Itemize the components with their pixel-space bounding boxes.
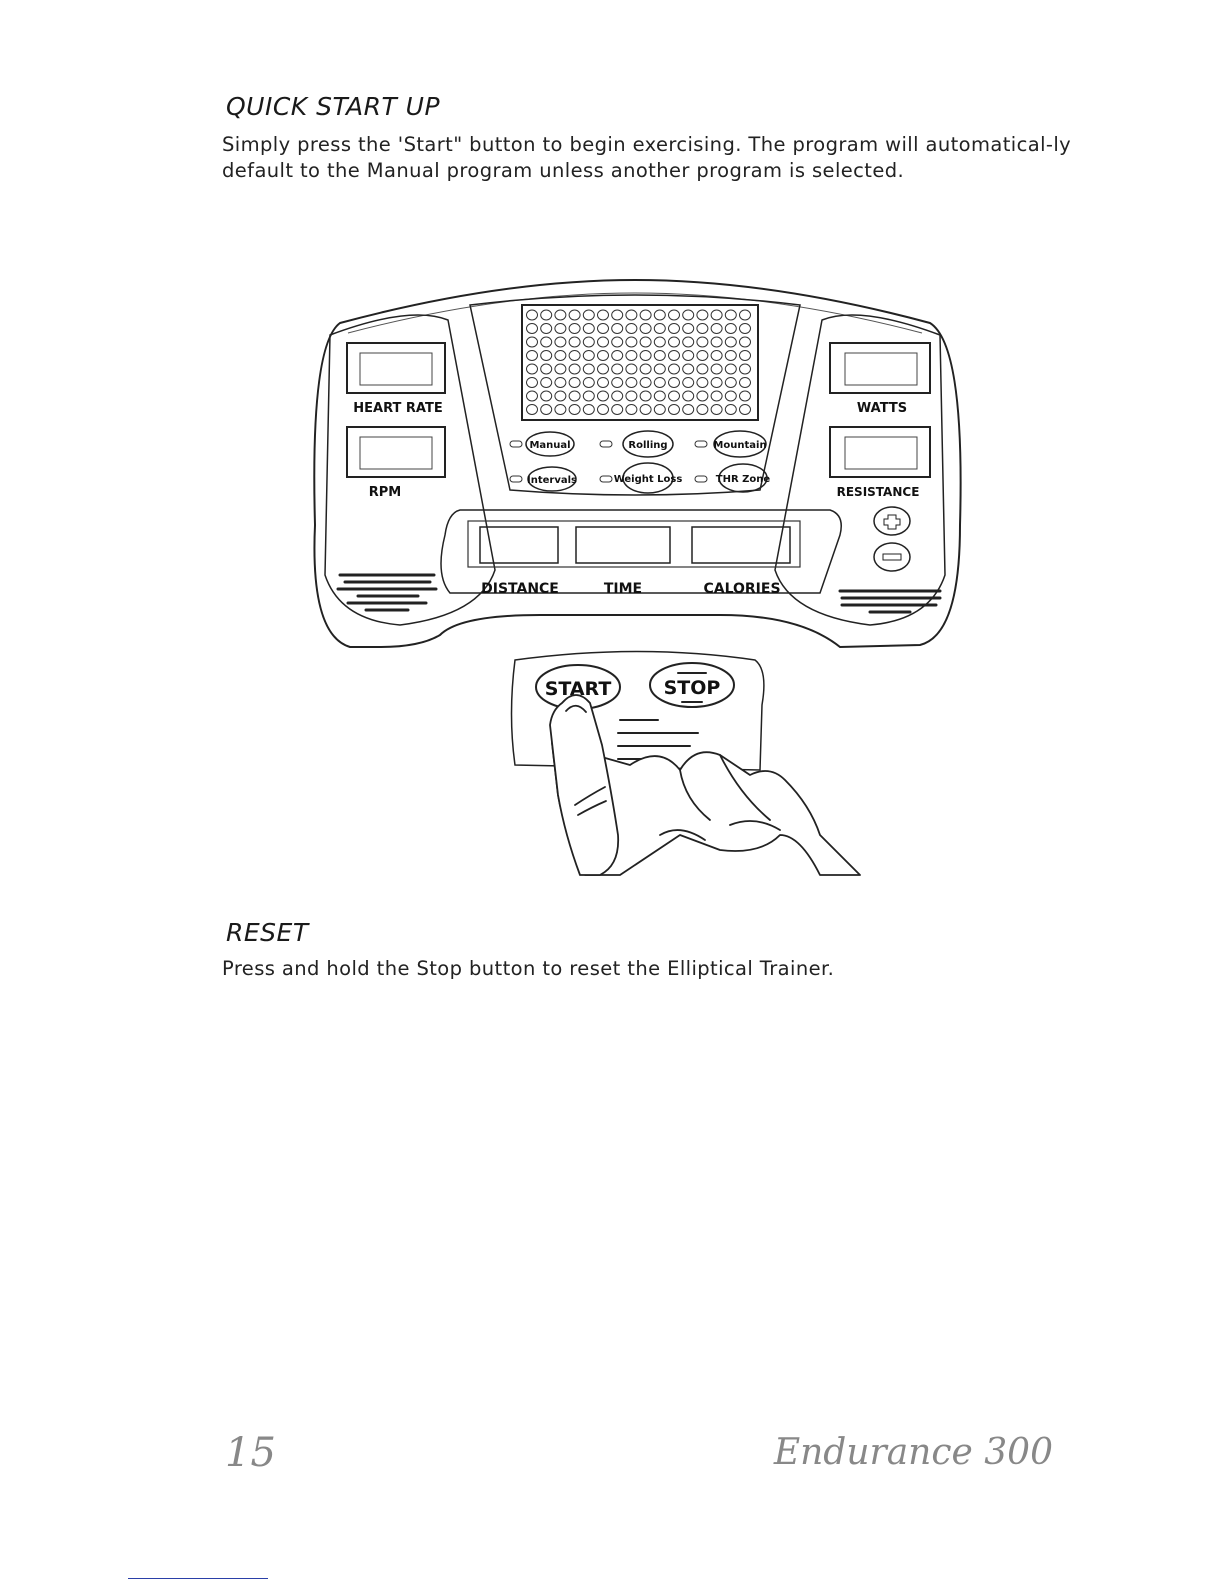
reset-paragraph: Press and hold the Stop button to reset … [222,957,835,980]
footer-rule [128,1578,268,1579]
program-button-mountain [713,430,767,458]
quick-start-paragraph: Simply press the 'Start" button to begin… [222,133,1072,182]
program-label-weight-loss: Weight Loss [614,474,683,485]
resistance-plus-button [873,506,911,536]
start-stop-panel [510,650,765,771]
resistance-display [829,426,931,478]
console-outline [313,278,962,649]
program-label-thr-zone: THR Zone [716,474,771,485]
left-panel-outline [324,314,496,626]
watts-display [829,342,931,394]
resistance-minus-button [873,542,911,572]
program-button-manual [525,431,575,457]
rpm-display [346,426,446,478]
hand-illustration [549,694,861,876]
distance-label: DISTANCE [481,581,559,597]
time-label: TIME [604,581,642,597]
footer-product-name: Endurance 300 [773,1432,1053,1473]
watts-label: WATTS [857,401,907,416]
lower-display-band [440,509,842,594]
calories-label: CALORIES [703,581,780,597]
left-warning-fineprint [336,573,438,612]
distance-display [479,526,559,564]
right-warning-fineprint [838,589,942,614]
dot-matrix-display [521,304,759,421]
right-panel-outline [774,314,946,626]
program-label-intervals: Intervals [527,475,577,486]
stop-button [649,662,735,708]
program-label-rolling: Rolling [628,440,667,451]
stop-label: STOP [664,677,721,699]
heart-rate-label: HEART RATE [353,401,442,416]
program-button-thr-zone [718,463,768,493]
program-button-weight-loss [622,462,674,494]
program-button-rolling [622,430,674,458]
calories-display [691,526,791,564]
section-title-quick-start: QUICK START UP [226,92,441,121]
section-title-reset: RESET [226,918,309,947]
console-illustration: HEART RATE RPM WATTS RESISTANCE Manual R… [313,278,962,876]
rpm-label: RPM [369,485,401,500]
start-label: START [545,678,612,700]
time-display [575,526,671,564]
resistance-label: RESISTANCE [837,485,920,499]
heart-rate-display [346,342,446,394]
center-panel-outline [469,294,801,496]
program-button-intervals [527,466,577,492]
page-number: 15 [225,1430,276,1476]
program-label-manual: Manual [529,440,570,451]
program-label-mountain: Mountain [713,440,766,451]
dot-matrix-dots [526,309,751,415]
